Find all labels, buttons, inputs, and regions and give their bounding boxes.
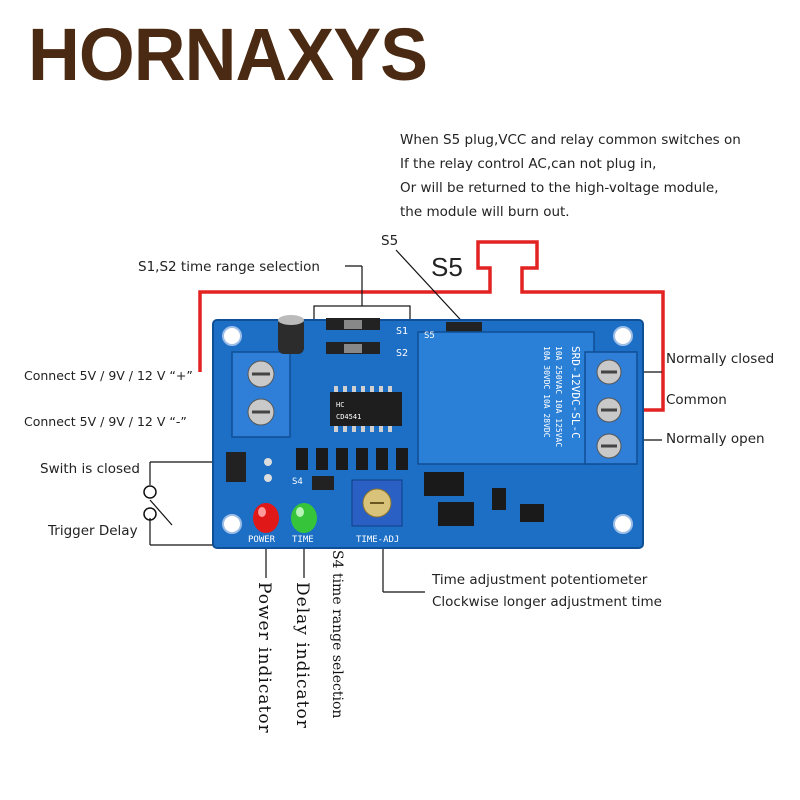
delay-indicator-label: Delay indicator [292, 582, 312, 729]
note-line-2: If the relay control AC,can not plug in, [400, 156, 657, 172]
s1-s2-label: S1,S2 time range selection [138, 259, 320, 275]
silk-power: POWER [248, 535, 276, 545]
silk-s2: S2 [396, 348, 408, 359]
note-line-1: When S5 plug,VCC and relay common switch… [400, 132, 741, 148]
output-terminal-block [584, 351, 638, 465]
smd-components [296, 448, 544, 526]
silk-time: TIME [292, 535, 314, 545]
silk-s1: S1 [396, 326, 408, 337]
trigger-delay-label: Trigger Delay [48, 523, 138, 539]
delay-led [291, 503, 317, 533]
vcc-minus-label: Connect 5V / 9V / 12 V “-” [24, 414, 187, 429]
note-line-4: the module will burn out. [400, 204, 570, 220]
input-terminal-block [231, 351, 291, 438]
power-led [253, 503, 279, 533]
s4-jumper [312, 476, 334, 490]
capacitor [278, 315, 304, 354]
vcc-plus-label: Connect 5V / 9V / 12 V “+” [24, 368, 193, 383]
timer-chip [330, 386, 402, 432]
normally-closed-label: Normally closed [666, 351, 775, 367]
relay-rating-2: 10A 30VDC 10A 28VDC [542, 346, 551, 438]
s4-range-label: S4 time range selection [329, 550, 345, 719]
silk-s4: S4 [292, 477, 303, 487]
s1-s2-jumpers [326, 318, 380, 354]
silk-s5: S5 [424, 331, 435, 341]
switch-contact-top [143, 485, 157, 499]
note-line-3: Or will be returned to the high-voltage … [400, 180, 719, 196]
s5-small-label: S5 [381, 233, 399, 249]
red-wire-vcc [198, 240, 665, 412]
brand-logo: HORNAXYS [28, 13, 428, 96]
trigger-header [226, 452, 272, 482]
normally-open-label: Normally open [666, 431, 765, 447]
pot-label-2: Clockwise longer adjustment time [432, 594, 662, 610]
relay [417, 331, 595, 465]
chip-marking-1: HC [336, 401, 344, 409]
s5-warning-note: When S5 plug,VCC and relay common switch… [400, 128, 741, 224]
power-indicator-label: Power indicator [254, 582, 274, 734]
chip-marking-2: CD4541 [336, 413, 361, 421]
switch-contact-bottom [143, 507, 157, 521]
pot-label-1: Time adjustment potentiometer [432, 572, 648, 588]
relay-rating-1: 10A 250VAC 10A 125VAC [554, 346, 563, 447]
relay-model: SRD-12VDC-SL-C [569, 346, 582, 439]
potentiometer [351, 479, 403, 527]
silk-time-adj: TIME-ADJ [356, 535, 399, 545]
switch-closed-label: Swith is closed [40, 461, 140, 477]
common-label: Common [666, 392, 727, 408]
s5-big-label: S5 [431, 252, 463, 282]
